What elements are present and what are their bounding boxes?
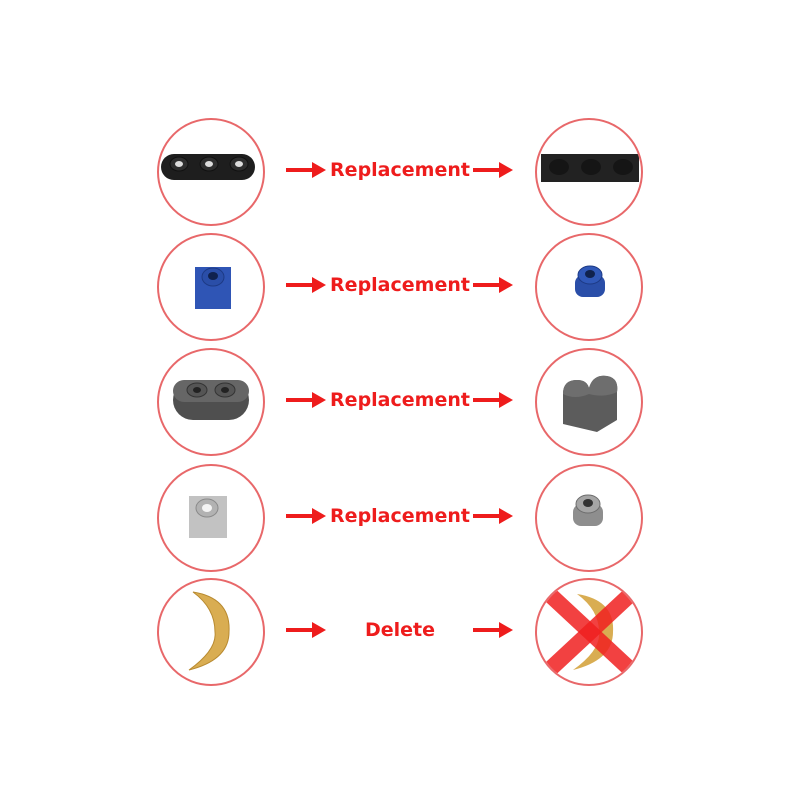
arrow-right-icon	[473, 162, 513, 178]
row-4: Replacement	[0, 464, 800, 574]
original-part-circle	[157, 578, 265, 686]
gray-double-round-plate-icon	[173, 380, 249, 420]
original-part-circle	[157, 118, 265, 226]
action-label: Replacement	[330, 159, 470, 181]
original-part-circle	[157, 233, 265, 341]
row-2: Replacement	[0, 233, 800, 343]
replacement-part-circle	[535, 233, 643, 341]
gray-palisade-brick-icon	[563, 375, 618, 432]
original-part-circle	[157, 464, 265, 572]
blue-round-brick-icon	[575, 265, 605, 297]
replacement-part-circle	[535, 464, 643, 572]
arrow-right-icon	[286, 622, 326, 638]
action-label: Replacement	[330, 505, 470, 527]
deleted-part-circle	[535, 578, 643, 686]
arrow-right-icon	[286, 277, 326, 293]
light-gray-1x1-brick-icon	[189, 496, 227, 538]
row-3: Replacement	[0, 348, 800, 458]
black-plate-3-hollow-studs-icon	[161, 154, 255, 180]
blue-1x1-brick-icon	[195, 267, 231, 309]
arrow-right-icon	[473, 622, 513, 638]
light-gray-round-brick-icon	[573, 494, 603, 526]
arrow-right-icon	[286, 392, 326, 408]
red-cross-icon	[541, 586, 639, 678]
arrow-right-icon	[473, 508, 513, 524]
arrow-right-icon	[473, 277, 513, 293]
gold-crescent-horn-icon	[188, 591, 230, 671]
arrow-right-icon	[473, 392, 513, 408]
original-part-circle	[157, 348, 265, 456]
row-1: Replacement	[0, 118, 800, 228]
row-5: Delete	[0, 578, 800, 688]
action-label: Delete	[364, 619, 436, 641]
replacement-part-circle	[535, 348, 643, 456]
arrow-right-icon	[286, 162, 326, 178]
black-plate-studs-icon	[541, 154, 639, 182]
arrow-right-icon	[286, 508, 326, 524]
action-label: Replacement	[330, 274, 470, 296]
replacement-part-circle	[535, 118, 643, 226]
action-label: Replacement	[330, 389, 470, 411]
